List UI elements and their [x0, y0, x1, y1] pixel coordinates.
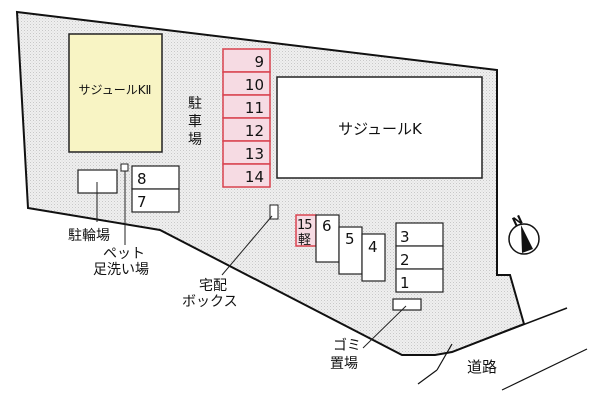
parking-number: 2: [400, 251, 410, 269]
garbage-label-2: 置場: [330, 356, 358, 372]
parking-number: 14: [245, 168, 264, 186]
parking-number: 11: [245, 99, 264, 117]
bicycle-parking-label: 駐輪場: [68, 227, 110, 244]
delivery-box-label-2: ボックス: [182, 294, 238, 310]
parking-label-1: 駐: [188, 96, 202, 112]
building-sajour-k[interactable]: [276, 76, 483, 179]
parking-label-3: 場: [188, 132, 202, 148]
parking-number: 15: [297, 218, 312, 233]
parking-number: 5: [345, 230, 355, 248]
pet-wash-label-1: ペット: [103, 246, 145, 262]
parking-number: 10: [245, 76, 264, 94]
garbage-area[interactable]: [392, 298, 422, 311]
parking-space-7[interactable]: [131, 188, 180, 213]
parking-number: 12: [245, 122, 264, 140]
parking-label-2: 車: [188, 113, 202, 130]
parking-number: 9: [254, 53, 264, 71]
parking-number: 1: [400, 274, 410, 292]
kei-label: 軽: [298, 233, 311, 248]
parking-number: 7: [137, 193, 147, 211]
building-sajour-k2-label: サジュールKⅡ: [79, 83, 152, 97]
garbage-label-1: ゴミ: [333, 337, 361, 354]
parking-space-1[interactable]: [395, 268, 444, 293]
parking-number: 3: [400, 228, 410, 246]
delivery-box-label-1: 宅配: [199, 278, 227, 294]
pet-wash-label-2: 足洗い場: [93, 262, 149, 278]
parking-number: 8: [137, 170, 147, 188]
parking-space-4[interactable]: [361, 233, 386, 282]
road-label: 道路: [467, 358, 497, 376]
parking-number: 4: [368, 238, 378, 256]
building-sajour-k-label: サジュールK: [338, 120, 423, 138]
delivery-box[interactable]: [269, 204, 279, 220]
north-compass-icon: N: [508, 212, 540, 255]
parking-number: 13: [245, 145, 264, 163]
parking-spaces-9-14: 9 10 11 12 13 14: [222, 48, 271, 188]
parking-number: 6: [322, 217, 332, 235]
parking-space-14[interactable]: [222, 163, 271, 188]
pet-foot-wash[interactable]: [120, 163, 129, 172]
building-sajour-k2[interactable]: [68, 33, 163, 153]
road: [417, 307, 588, 391]
